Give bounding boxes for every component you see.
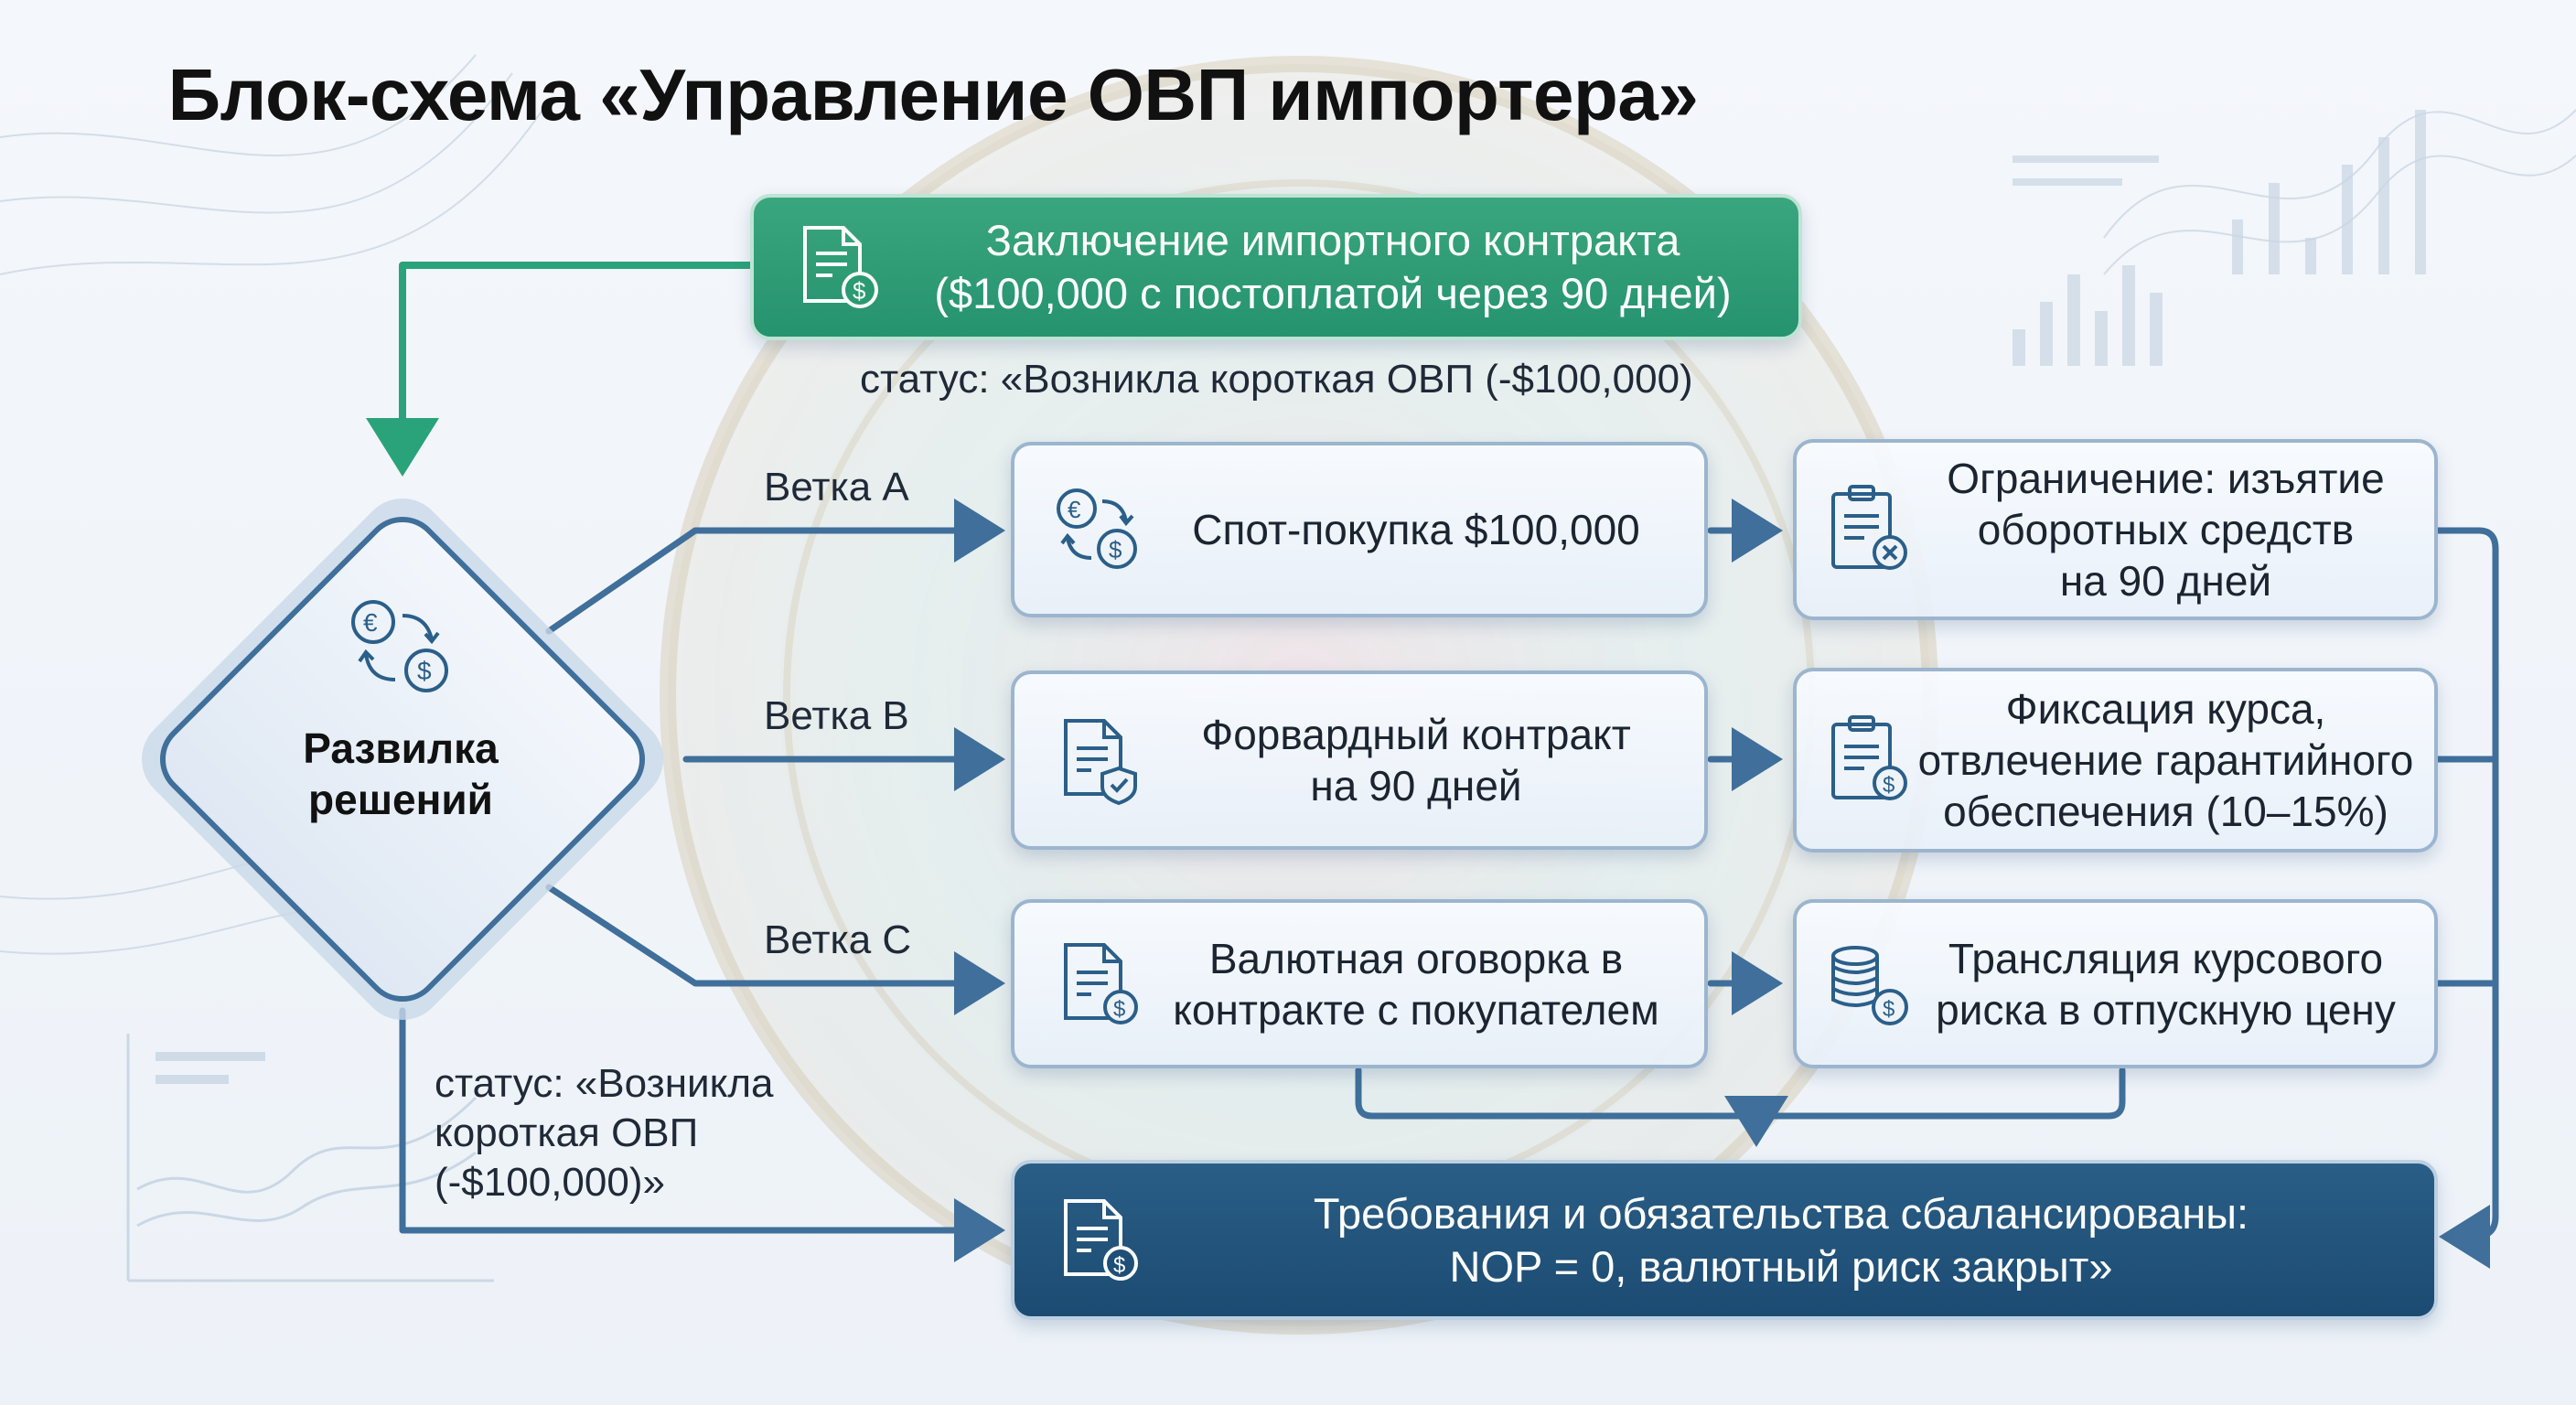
document-dollar-icon: $ [803, 226, 878, 308]
branch-b-outcome-line-1: Фиксация курса, [2005, 685, 2326, 733]
branch-b-action-box: Форвардный контракт на 90 дней [1011, 670, 1708, 850]
branch-a-outcome-box: Ограничение: изъятие оборотных средств н… [1793, 439, 2438, 620]
branch-c-outcome-line-2: риска в отпускную цену [1936, 985, 2396, 1034]
connector-right-collector [2434, 527, 2499, 1269]
branch-a-outcome-line-2: оборотных средств [1977, 506, 2355, 553]
document-dollar-icon: $ [1064, 1198, 1138, 1281]
connector-start-to-decision [366, 262, 754, 477]
branch-label-b: Ветка B [764, 693, 909, 738]
branch-b-outcome-box: $ Фиксация курса, отвлечение гарантийног… [1793, 668, 2438, 853]
branch-a-action-line-1: Спот-покупка $100,000 [1192, 506, 1640, 553]
connector-branch-a [545, 499, 1005, 635]
svg-text:€: € [1068, 496, 1081, 523]
branch-c-action-box: $ Валютная оговорка в контракте с покупа… [1011, 899, 1708, 1068]
currency-exchange-icon: € $ [1057, 488, 1137, 569]
branch-c-outcome-box: $ Трансляция курсового риска в отпускную… [1793, 899, 2438, 1068]
branch-b-outcome-line-3: обеспечения (10–15%) [1943, 788, 2388, 835]
page-title: Блок-схема «Управление ОВП импортера» [167, 54, 1699, 135]
decision-line-2: решений [308, 776, 493, 823]
decision-line-1: Развилка [303, 724, 499, 772]
status-top: статус: «Возникла короткая ОВП (-$100,00… [860, 357, 1693, 402]
branch-c-outcome-line-1: Трансляция курсового [1948, 934, 2384, 982]
connector-branch-c [545, 884, 1005, 1015]
clipboard-dollar-icon: $ [1831, 715, 1907, 800]
svg-text:$: $ [853, 277, 866, 305]
start-line-2: ($100,000 с постоплатой через 90 дней) [934, 269, 1732, 317]
branch-a-outcome-line-1: Ограничение: изъятие [1947, 455, 2385, 502]
connector-decision-to-final [399, 1007, 1005, 1262]
decision-diamond [141, 498, 664, 1021]
decision-label: Развилка решений [273, 723, 529, 825]
clipboard-cross-icon [1831, 485, 1907, 570]
coins-stack-icon: $ [1831, 945, 1908, 1025]
svg-text:$: $ [1113, 997, 1125, 1022]
final-result-box: $ Требования и обязательства сбалансиров… [1011, 1160, 2438, 1320]
final-line-2: NOP = 0, валютный риск закрыт» [1449, 1241, 2113, 1291]
branch-a-outcome-line-3: на 90 дней [2059, 557, 2272, 605]
branch-label-c: Ветка C [764, 917, 912, 962]
branch-c-action-line-1: Валютная оговорка в [1208, 934, 1624, 982]
background-line-chart [126, 1034, 494, 1282]
background-waves [0, 54, 2576, 955]
svg-text:$: $ [1883, 773, 1894, 798]
branch-c-action-line-2: контракте с покупателем [1173, 985, 1659, 1034]
document-shield-icon [1064, 719, 1137, 806]
document-dollar-icon: $ [1064, 942, 1138, 1024]
start-line-1: Заключение импортного контракта [985, 216, 1680, 264]
status-bottom-line-3: (-$100,000)» [435, 1160, 665, 1205]
svg-text:$: $ [1109, 536, 1122, 563]
branch-b-outcome-line-2: отвлечение гарантийного [1917, 736, 2414, 784]
svg-text:$: $ [1883, 997, 1894, 1022]
connectors [366, 262, 2499, 1269]
status-bottom-line-1: статус: «Возникла [435, 1061, 774, 1106]
svg-text:$: $ [417, 657, 432, 685]
branch-b-action-line-2: на 90 дней [1310, 762, 1522, 810]
final-line-1: Требования и обязательства сбалансирован… [1313, 1188, 2249, 1238]
start-contract-box: $ Заключение импортного контракта ($100,… [750, 194, 1802, 340]
branch-a-action-box: € $ Спот-покупка $100,000 [1011, 442, 1708, 617]
svg-text:€: € [363, 608, 378, 637]
currency-exchange-icon: € $ [351, 600, 448, 692]
status-bottom-line-2: короткая ОВП [435, 1110, 699, 1155]
svg-text:$: $ [1113, 1253, 1125, 1278]
branch-b-action-line-1: Форвардный контракт [1201, 711, 1631, 758]
branch-label-a: Ветка A [764, 465, 909, 509]
background-bar-chart [2012, 110, 2426, 366]
status-bottom: статус: «Возникла короткая ОВП (-$100,00… [435, 1059, 774, 1207]
